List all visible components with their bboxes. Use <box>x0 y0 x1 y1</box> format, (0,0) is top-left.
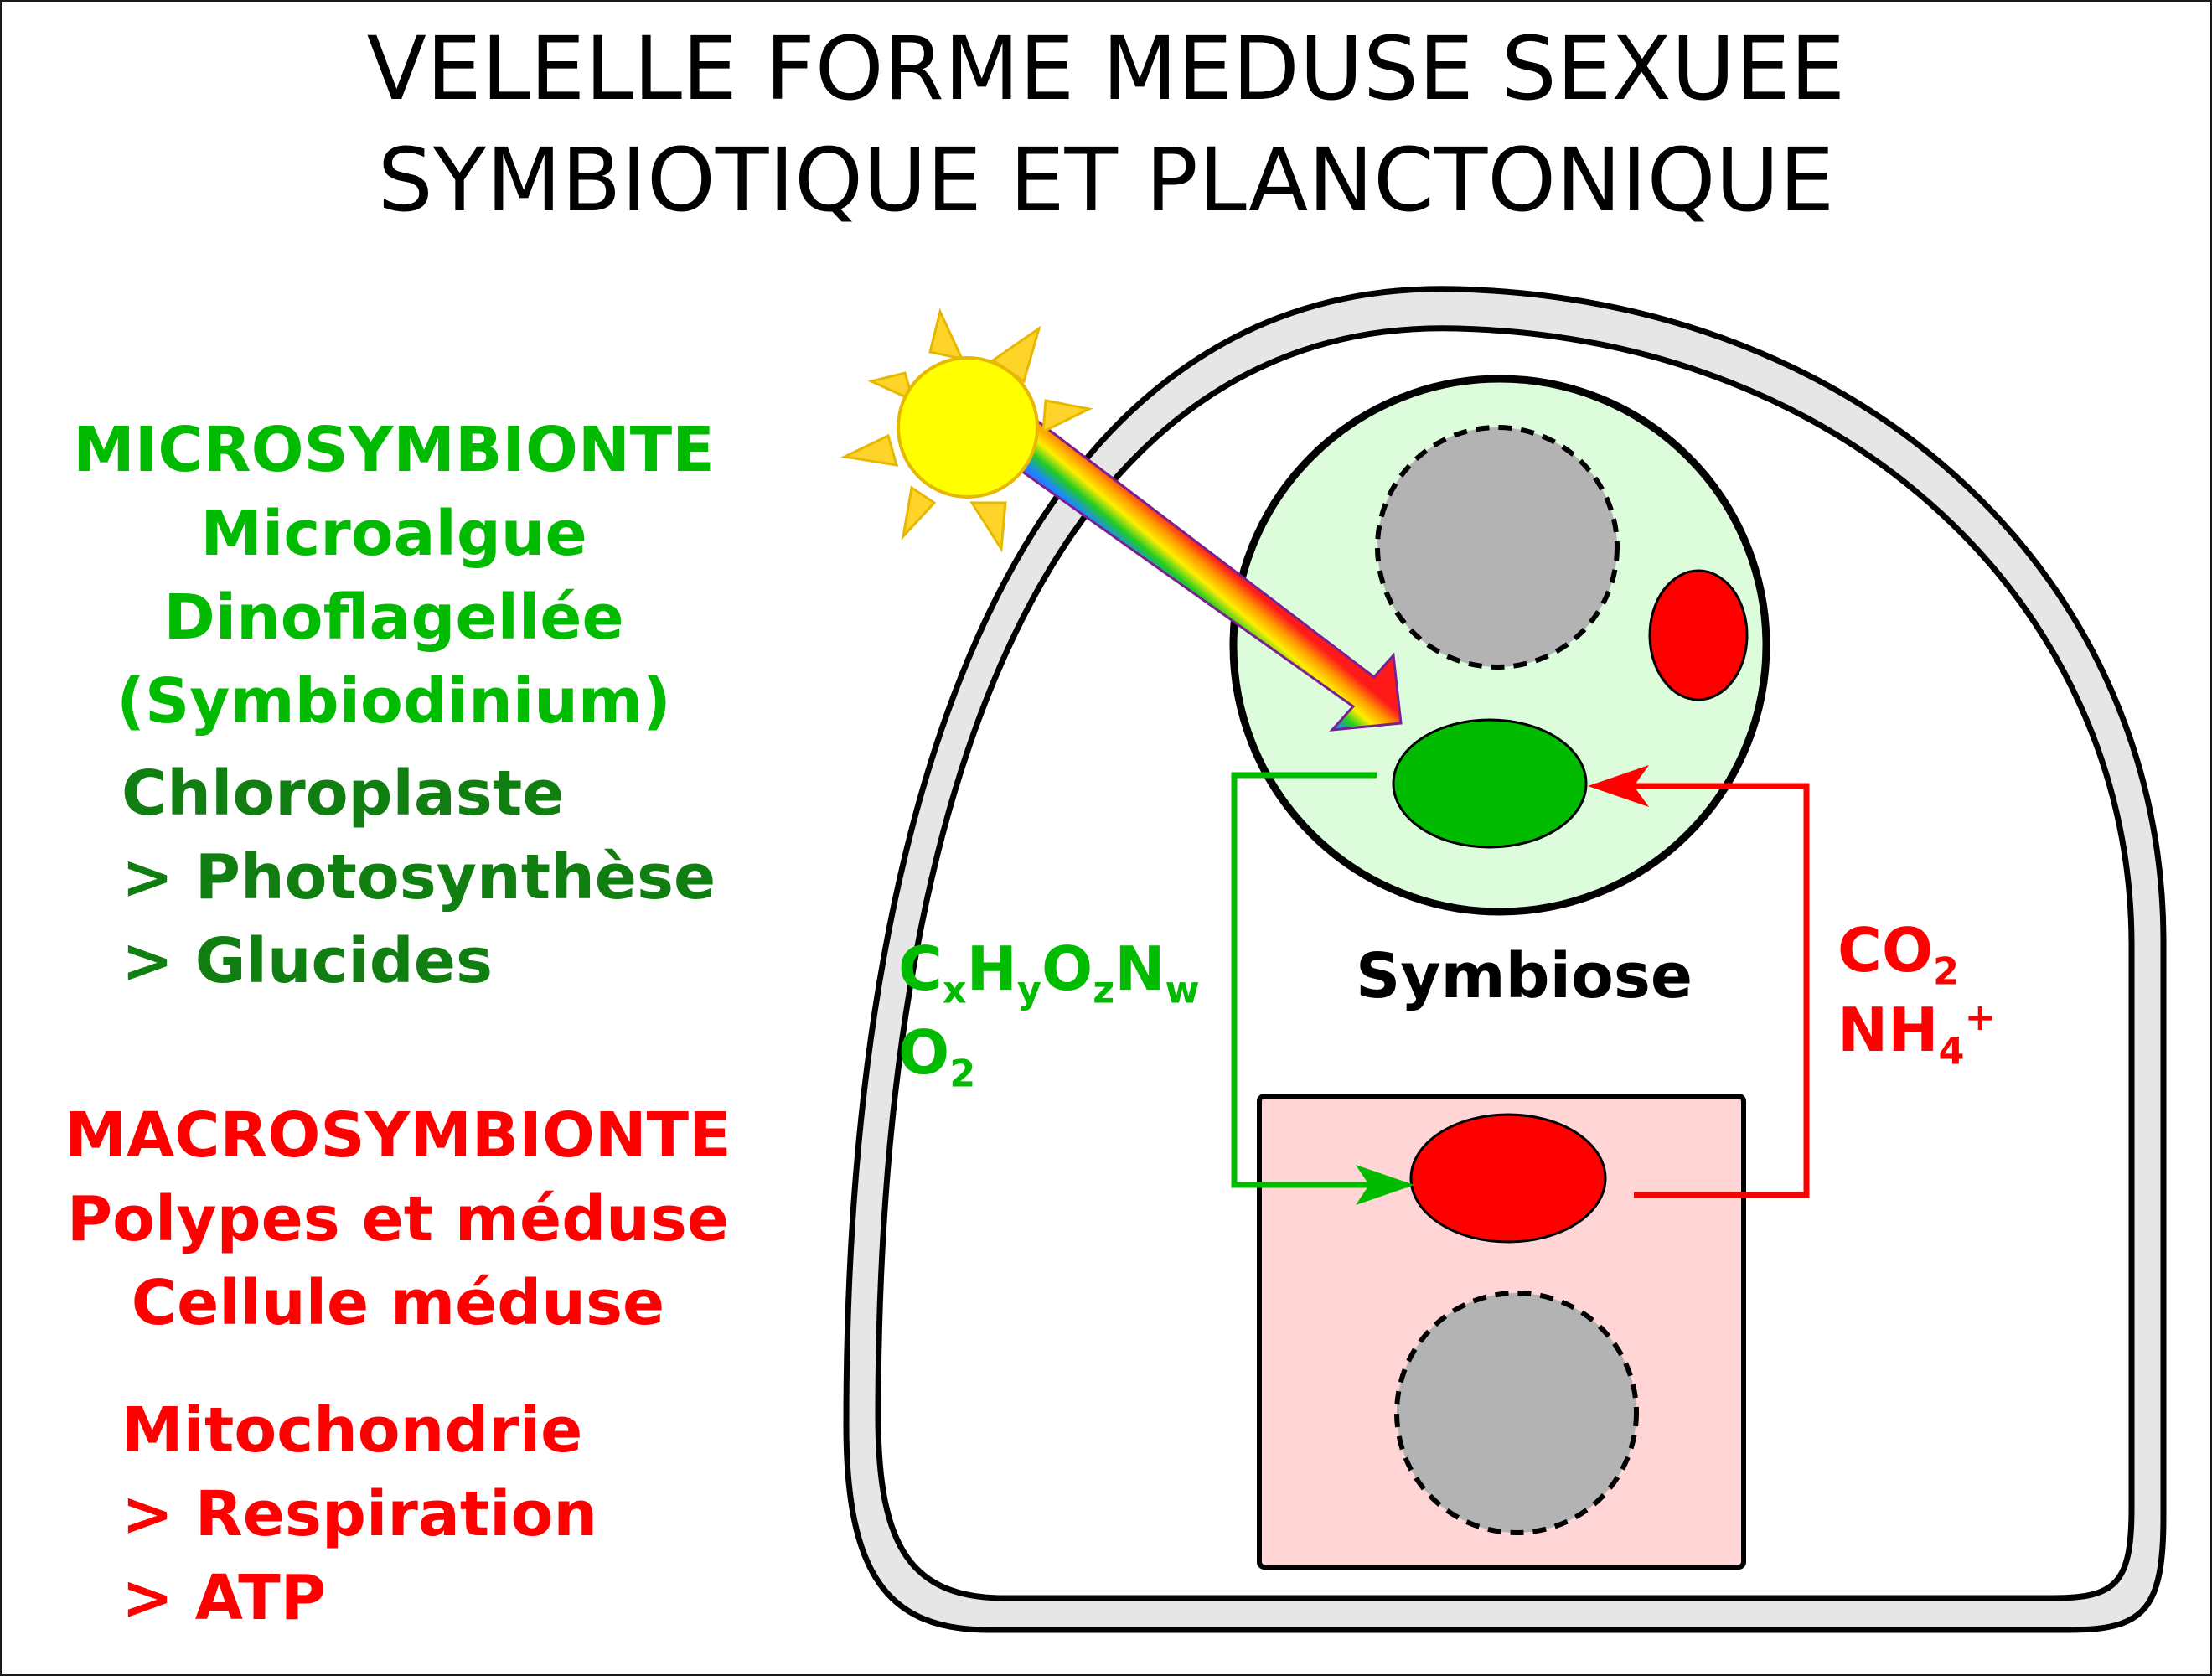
formula-n: N <box>1114 934 1165 1004</box>
symbiosis-label: Symbiose <box>1356 940 1693 1012</box>
formula-o: O <box>1041 934 1093 1004</box>
host-nucleus <box>1394 1291 1639 1535</box>
chloroplast <box>1392 718 1588 849</box>
organic-formula-label: CxHyOzNw <box>898 939 1200 1009</box>
macro-line-2: Cellule méduse <box>131 1267 665 1339</box>
red-arrowhead-icon <box>1588 765 1649 807</box>
algal-nucleus <box>1375 425 1620 670</box>
title-line-1: VELELLE FORME MEDUSE SEXUEE <box>366 18 1846 120</box>
micro-line-2: Dinoflagellée <box>163 582 624 654</box>
oxygen-label: O2 <box>898 1022 975 1093</box>
formula-x-sub: x <box>942 968 967 1012</box>
light-beam-icon <box>999 416 1403 732</box>
co2-label: CO2 <box>1837 920 1959 991</box>
formula-y-sub: y <box>1016 968 1041 1012</box>
ammonium-base: NH <box>1837 995 1939 1065</box>
title-line-2: SYMBIOTIQUE ET PLANCTONIQUE <box>377 129 1835 231</box>
sun-icon <box>840 308 1093 553</box>
ammonium-sup: + <box>1964 996 1996 1039</box>
micro-product: > Glucides <box>121 925 493 997</box>
micro-heading: MICROSYMBIONTE <box>73 414 715 486</box>
micro-line-1: Microalgue <box>200 498 587 570</box>
macro-product: > ATP <box>121 1562 327 1634</box>
green-flow-line <box>1231 772 1408 1189</box>
co2-sub: 2 <box>1933 949 1960 994</box>
macro-line-1: Polypes et méduse <box>66 1183 730 1255</box>
formula-h: H <box>966 934 1017 1004</box>
co2-base: CO <box>1837 915 1934 985</box>
micro-line-3: (Symbiodinium) <box>116 665 671 737</box>
algal-red-organelle <box>1648 569 1749 701</box>
oxygen-sub: 2 <box>949 1052 976 1096</box>
micro-organelle: Chloroplaste <box>121 758 565 830</box>
macro-heading: MACROSYMBIONTE <box>65 1099 731 1172</box>
mitochondrion <box>1409 1113 1607 1244</box>
formula-w-sub: w <box>1165 968 1200 1012</box>
formula-c: C <box>898 934 943 1004</box>
ammonium-sub: 4 <box>1938 1029 1965 1073</box>
formula-z-sub: z <box>1093 968 1115 1012</box>
red-flow-line <box>1596 783 1810 1198</box>
oxygen-base: O <box>898 1017 950 1088</box>
micro-process: > Photosynthèse <box>121 841 716 913</box>
macro-organelle: Mitochondrie <box>121 1394 583 1466</box>
ammonium-label: NH4+ <box>1837 999 1996 1070</box>
macro-process: > Respiration <box>121 1478 598 1550</box>
medusa-inner-wall <box>875 325 2135 1601</box>
green-arrowhead-icon <box>1356 1165 1414 1205</box>
